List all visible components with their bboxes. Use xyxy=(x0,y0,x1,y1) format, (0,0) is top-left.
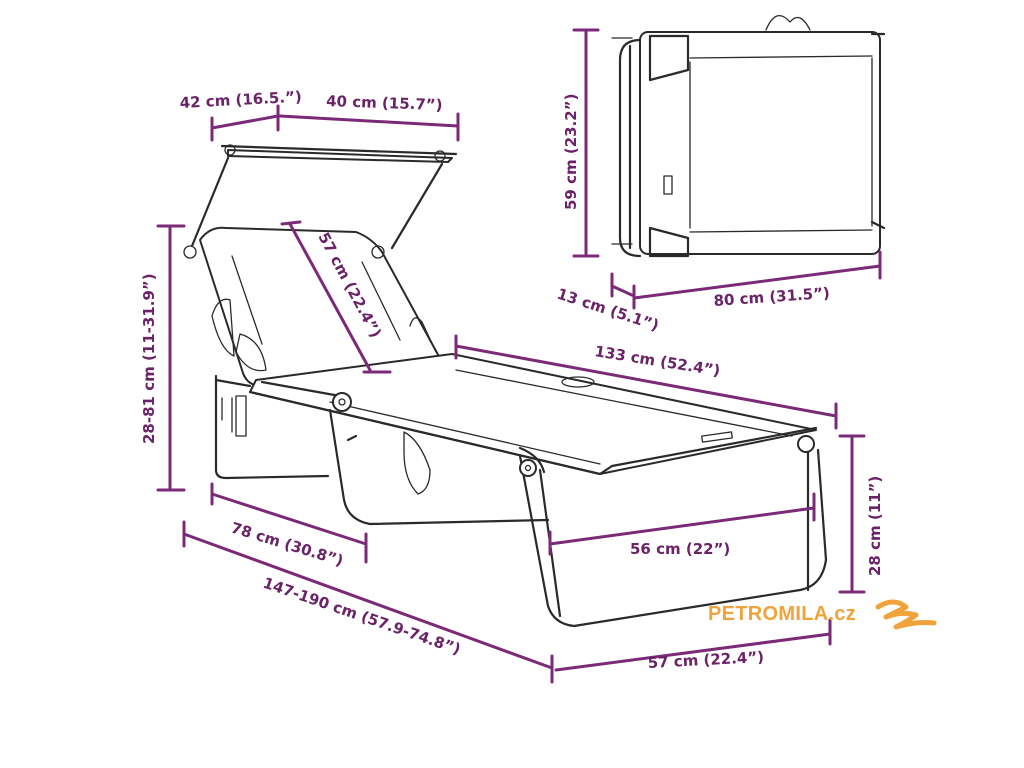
brand-name: PETROMILA.cz xyxy=(708,603,857,625)
sunbed-drawing xyxy=(183,144,828,628)
label-inner-width: 56 cm (22”) xyxy=(630,540,730,558)
label-total-length: 147-190 cm (57.9-74.8”) xyxy=(261,574,463,659)
folded-sunbed-drawing xyxy=(611,14,886,258)
label-leg-section-length: 78 cm (30.8”) xyxy=(229,519,346,570)
dimension-lines xyxy=(156,28,882,684)
label-folded-length: 80 cm (31.5”) xyxy=(713,284,830,310)
label-canopy-width: 40 cm (15.7”) xyxy=(326,92,443,114)
label-seat-height: 28 cm (11”) xyxy=(866,476,884,576)
label-folded-height: 59 cm (23.2”) xyxy=(562,94,580,210)
brand-logo-icon xyxy=(875,599,937,630)
label-backrest-height: 28-81 cm (11-31.9”) xyxy=(140,273,158,444)
label-folded-thickness: 13 cm (5.1”) xyxy=(555,285,661,335)
label-total-width: 57 cm (22.4”) xyxy=(647,648,764,672)
label-canopy-depth: 42 cm (16.5.”) xyxy=(179,88,302,112)
